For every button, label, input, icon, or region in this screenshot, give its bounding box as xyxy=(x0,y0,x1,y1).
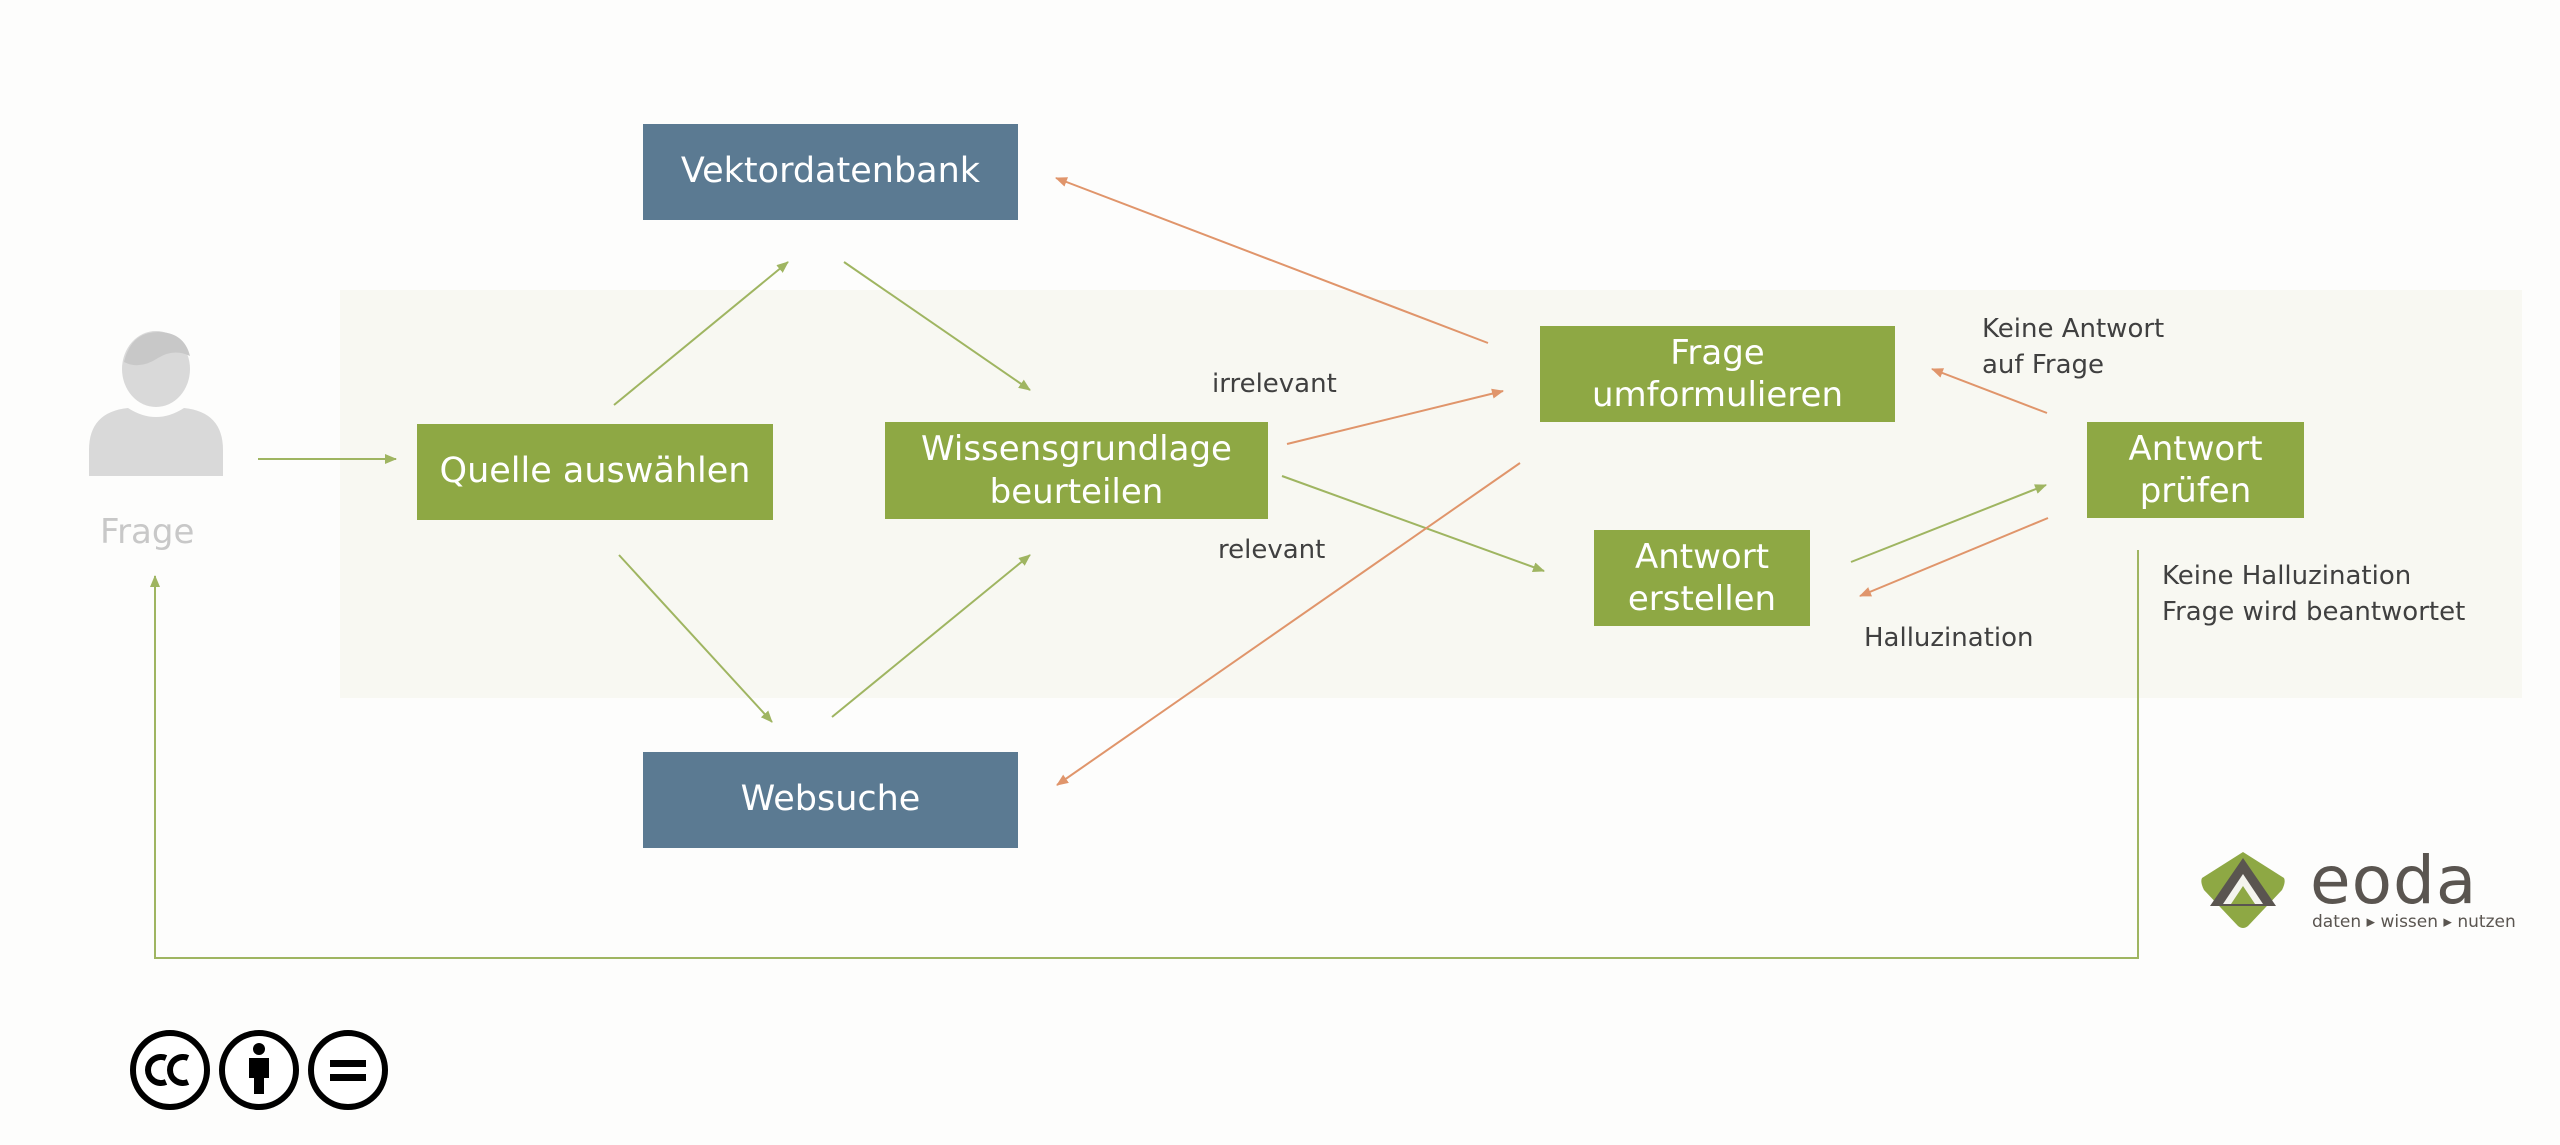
node-antwort-erstellen: Antwort erstellen xyxy=(1594,530,1810,626)
node-antwort-pruefen: Antwort prüfen xyxy=(2087,422,2304,518)
node-label: Websuche xyxy=(740,779,921,820)
node-websuche: Websuche xyxy=(643,752,1018,848)
edge-wissensgrundlage-to-antwort-erstellen xyxy=(1281,475,1545,572)
user-caption: Frage xyxy=(100,512,195,552)
edge-antwort-pruefen-to-antwort-erstellen xyxy=(1859,517,2049,597)
node-label: Wissensgrundlage beurteilen xyxy=(921,429,1232,512)
node-label: Antwort prüfen xyxy=(2128,428,2263,512)
user-icon xyxy=(89,331,223,476)
edge-frage-umformulieren-to-vektordatenbank xyxy=(1055,177,1489,344)
edge-antwort-pruefen-to-frage xyxy=(150,550,2139,959)
edge-quelle-to-vektordatenbank xyxy=(613,261,789,406)
eoda-logo-mark-icon xyxy=(2201,852,2285,928)
node-frage-umformulieren: Frage umformulieren xyxy=(1540,326,1895,422)
edge-antwort-erstellen-to-antwort-pruefen xyxy=(1850,484,2047,563)
label-relevant: relevant xyxy=(1218,535,1326,565)
node-label: Frage umformulieren xyxy=(1592,332,1843,416)
node-wissensgrundlage-beurteilen: Wissensgrundlage beurteilen xyxy=(885,422,1268,519)
edge-quelle-to-websuche xyxy=(618,554,773,723)
label-irrelevant: irrelevant xyxy=(1212,369,1337,399)
node-vektordatenbank: Vektordatenbank xyxy=(643,124,1018,220)
edge-wissensgrundlage-to-frage-umformulieren xyxy=(1286,388,1504,445)
label-keine-halluzination: Keine Halluzination Frage wird beantwort… xyxy=(2162,561,2466,628)
node-label: Vektordatenbank xyxy=(680,151,981,192)
by-icon xyxy=(219,1030,299,1110)
cc-icon xyxy=(130,1030,210,1110)
label-halluzination: Halluzination xyxy=(1864,623,2034,653)
edge-antwort-pruefen-to-frage-umformulieren xyxy=(1931,368,2048,414)
edge-frage-umformulieren-to-websuche xyxy=(1056,462,1521,786)
nd-icon xyxy=(308,1030,388,1110)
edge-websuche-to-wissensgrundlage xyxy=(831,554,1031,718)
node-quelle-auswaehlen: Quelle auswählen xyxy=(417,424,773,520)
eoda-wordmark: eoda xyxy=(2310,842,2478,919)
node-label: Antwort erstellen xyxy=(1627,536,1777,620)
eoda-logo: eoda daten ▸ wissen ▸ nutzen xyxy=(2198,842,2516,938)
node-label: Quelle auswählen xyxy=(439,451,751,492)
label-keine-antwort: Keine Antwort auf Frage xyxy=(1982,314,2165,381)
eoda-tagline: daten ▸ wissen ▸ nutzen xyxy=(2312,912,2516,932)
edge-vektordatenbank-to-wissensgrundlage xyxy=(843,261,1031,391)
